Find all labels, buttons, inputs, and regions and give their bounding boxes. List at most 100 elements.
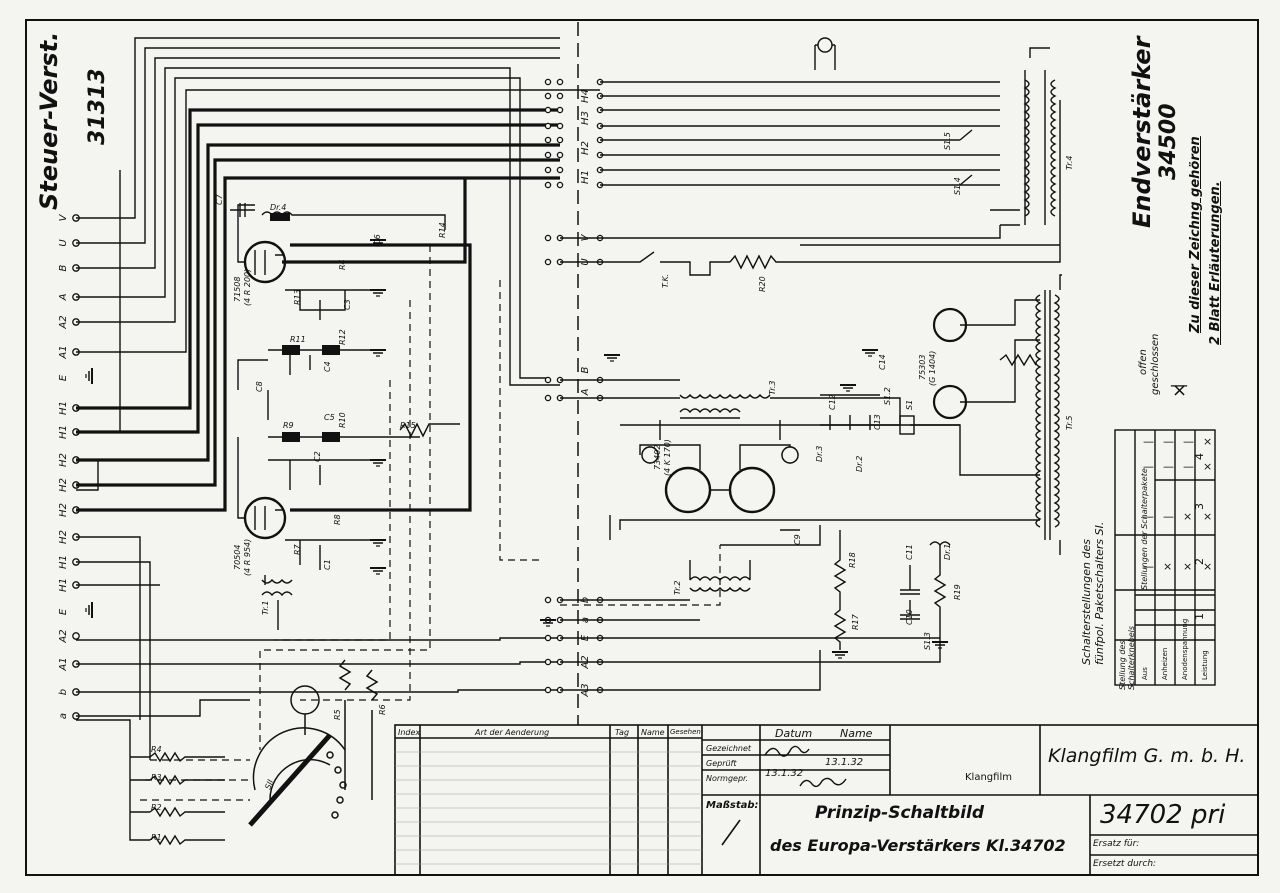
- left-terminal-strip: [72, 214, 93, 720]
- preamp-resistors: [270, 213, 340, 442]
- svg-text:R3: R3: [151, 773, 162, 782]
- terminal-label: H2: [58, 453, 69, 467]
- table-cell: ×: [1203, 435, 1212, 448]
- output-transformer-tr4: [600, 37, 1057, 226]
- svg-text:Tr.2: Tr.2: [673, 581, 682, 595]
- svg-text:R6: R6: [378, 704, 387, 715]
- terminal-label: A: [58, 293, 69, 301]
- drawing-number: 34702 pri: [1100, 800, 1226, 830]
- terminal-label: H2: [58, 503, 69, 517]
- svg-text:R18: R18: [848, 552, 857, 568]
- svg-text:S1.3: S1.3: [923, 632, 932, 650]
- switch-position-table: [1114, 429, 1216, 686]
- svg-text:C9: C9: [793, 534, 802, 545]
- terminal-label: H2: [58, 530, 69, 544]
- svg-text:75303: 75303: [918, 355, 927, 380]
- meter-wiring-dashed: [140, 245, 721, 801]
- terminal-label: A1: [58, 345, 69, 359]
- table-cell: ×: [1203, 510, 1212, 523]
- connector-label: H3: [580, 111, 591, 125]
- ground-symbol: [85, 601, 93, 619]
- ersatz-fuer: Ersatz für:: [1093, 839, 1140, 849]
- switch-table-cells: 1234Aus————Anheizen×———Anodenspannung××—…: [1141, 435, 1212, 680]
- table-row-label: Anodenspannung: [1181, 619, 1189, 680]
- svg-text:Tr.3: Tr.3: [768, 381, 777, 395]
- svg-text:70504: 70504: [233, 545, 242, 570]
- connector-pin: [544, 596, 552, 604]
- svg-text:C5: C5: [324, 413, 335, 422]
- connector-label: H2: [580, 141, 591, 155]
- table-cell: ×: [1203, 560, 1212, 573]
- terminal-label: E: [58, 374, 69, 381]
- svg-text:C14: C14: [878, 354, 887, 370]
- table-cell: ×: [1183, 560, 1192, 573]
- table-position-number: 2: [1193, 558, 1206, 565]
- svg-text:Dr.4: Dr.4: [270, 203, 286, 212]
- date-2: 13.1.32: [765, 768, 804, 779]
- connector-pin: [544, 92, 552, 100]
- rev-art: Art der Aenderung: [475, 728, 550, 737]
- ground-symbol: [85, 367, 93, 385]
- terminal-label: H1: [58, 401, 69, 415]
- svg-text:(4 K 170): (4 K 170): [663, 439, 672, 476]
- connector-pin: [556, 166, 564, 174]
- table-cell: —: [1143, 435, 1154, 448]
- svg-text:R17: R17: [851, 613, 860, 630]
- drawing-title-1: Prinzip-Schaltbild: [815, 803, 985, 823]
- connector-pin: [556, 181, 564, 189]
- terminal-label: B: [58, 264, 69, 271]
- terminal-label: a: [58, 713, 69, 719]
- svg-text:R15: R15: [400, 421, 416, 430]
- date-1: 13.1.32: [825, 757, 864, 768]
- svg-text:R20: R20: [758, 276, 767, 292]
- table-cell: —: [1163, 460, 1174, 473]
- connector-label: A: [580, 388, 591, 396]
- terminal-label: E: [58, 608, 69, 615]
- connector-pin: [544, 136, 552, 144]
- svg-text:C1: C1: [323, 559, 332, 570]
- connector-pin: [544, 122, 552, 130]
- svg-text:71508: 71508: [233, 277, 242, 302]
- svg-text:S1.2: S1.2: [883, 387, 892, 405]
- terminal-label: H1: [58, 425, 69, 439]
- svg-text:R7: R7: [293, 543, 302, 555]
- connector-pin: [544, 181, 552, 189]
- svg-text:R4: R4: [151, 745, 162, 754]
- connector-pin: [544, 234, 552, 242]
- switch-table-header-1: Stellung des Schalterknebels: [1118, 625, 1136, 690]
- signature-1: [764, 745, 810, 757]
- terminal-label: A1: [58, 657, 69, 671]
- svg-text:R5: R5: [333, 709, 342, 720]
- milliammeters: [641, 446, 799, 464]
- right-block-title: Endverstärker: [1128, 36, 1156, 228]
- terminal-pin: [72, 632, 80, 640]
- table-cell: ×: [1183, 510, 1192, 523]
- drawing-title-2: des Europa-Verstärkers Kl.34702: [770, 836, 1066, 855]
- connector-pin: [544, 634, 552, 642]
- table-cell: —: [1183, 460, 1194, 473]
- right-block-note-2: 2 Blatt Erläuterungen.: [1208, 181, 1223, 345]
- terminal-label: H2: [58, 478, 69, 492]
- connector-label: B: [580, 366, 591, 373]
- svg-text:(4 R 200): (4 R 200): [243, 269, 252, 306]
- selector-switch-sii: [248, 659, 379, 827]
- rev-gesehen: Gesehen: [670, 728, 701, 736]
- svg-text:S1: S1: [905, 400, 914, 410]
- terminal-label: H1: [58, 555, 69, 569]
- range-resistors: [76, 719, 225, 846]
- table-row-label: Leistung: [1201, 650, 1209, 680]
- rev-name: Name: [641, 728, 665, 737]
- svg-text:R12: R12: [338, 329, 347, 345]
- svg-text:T.K.: T.K.: [661, 274, 670, 288]
- connector-pin: [544, 376, 552, 384]
- connector-pin: [544, 78, 552, 86]
- preamp-grounds: [369, 239, 387, 575]
- lower-bus: [560, 619, 941, 691]
- driver-stage: [560, 379, 951, 650]
- svg-text:S1.5: S1.5: [943, 132, 952, 150]
- tube-75303-b: [932, 384, 968, 420]
- legend-closed-symbol: ×: [1172, 380, 1188, 401]
- connector-pin: [544, 258, 552, 266]
- svg-text:(4 R 954): (4 R 954): [243, 539, 252, 576]
- svg-text:73402: 73402: [653, 445, 662, 470]
